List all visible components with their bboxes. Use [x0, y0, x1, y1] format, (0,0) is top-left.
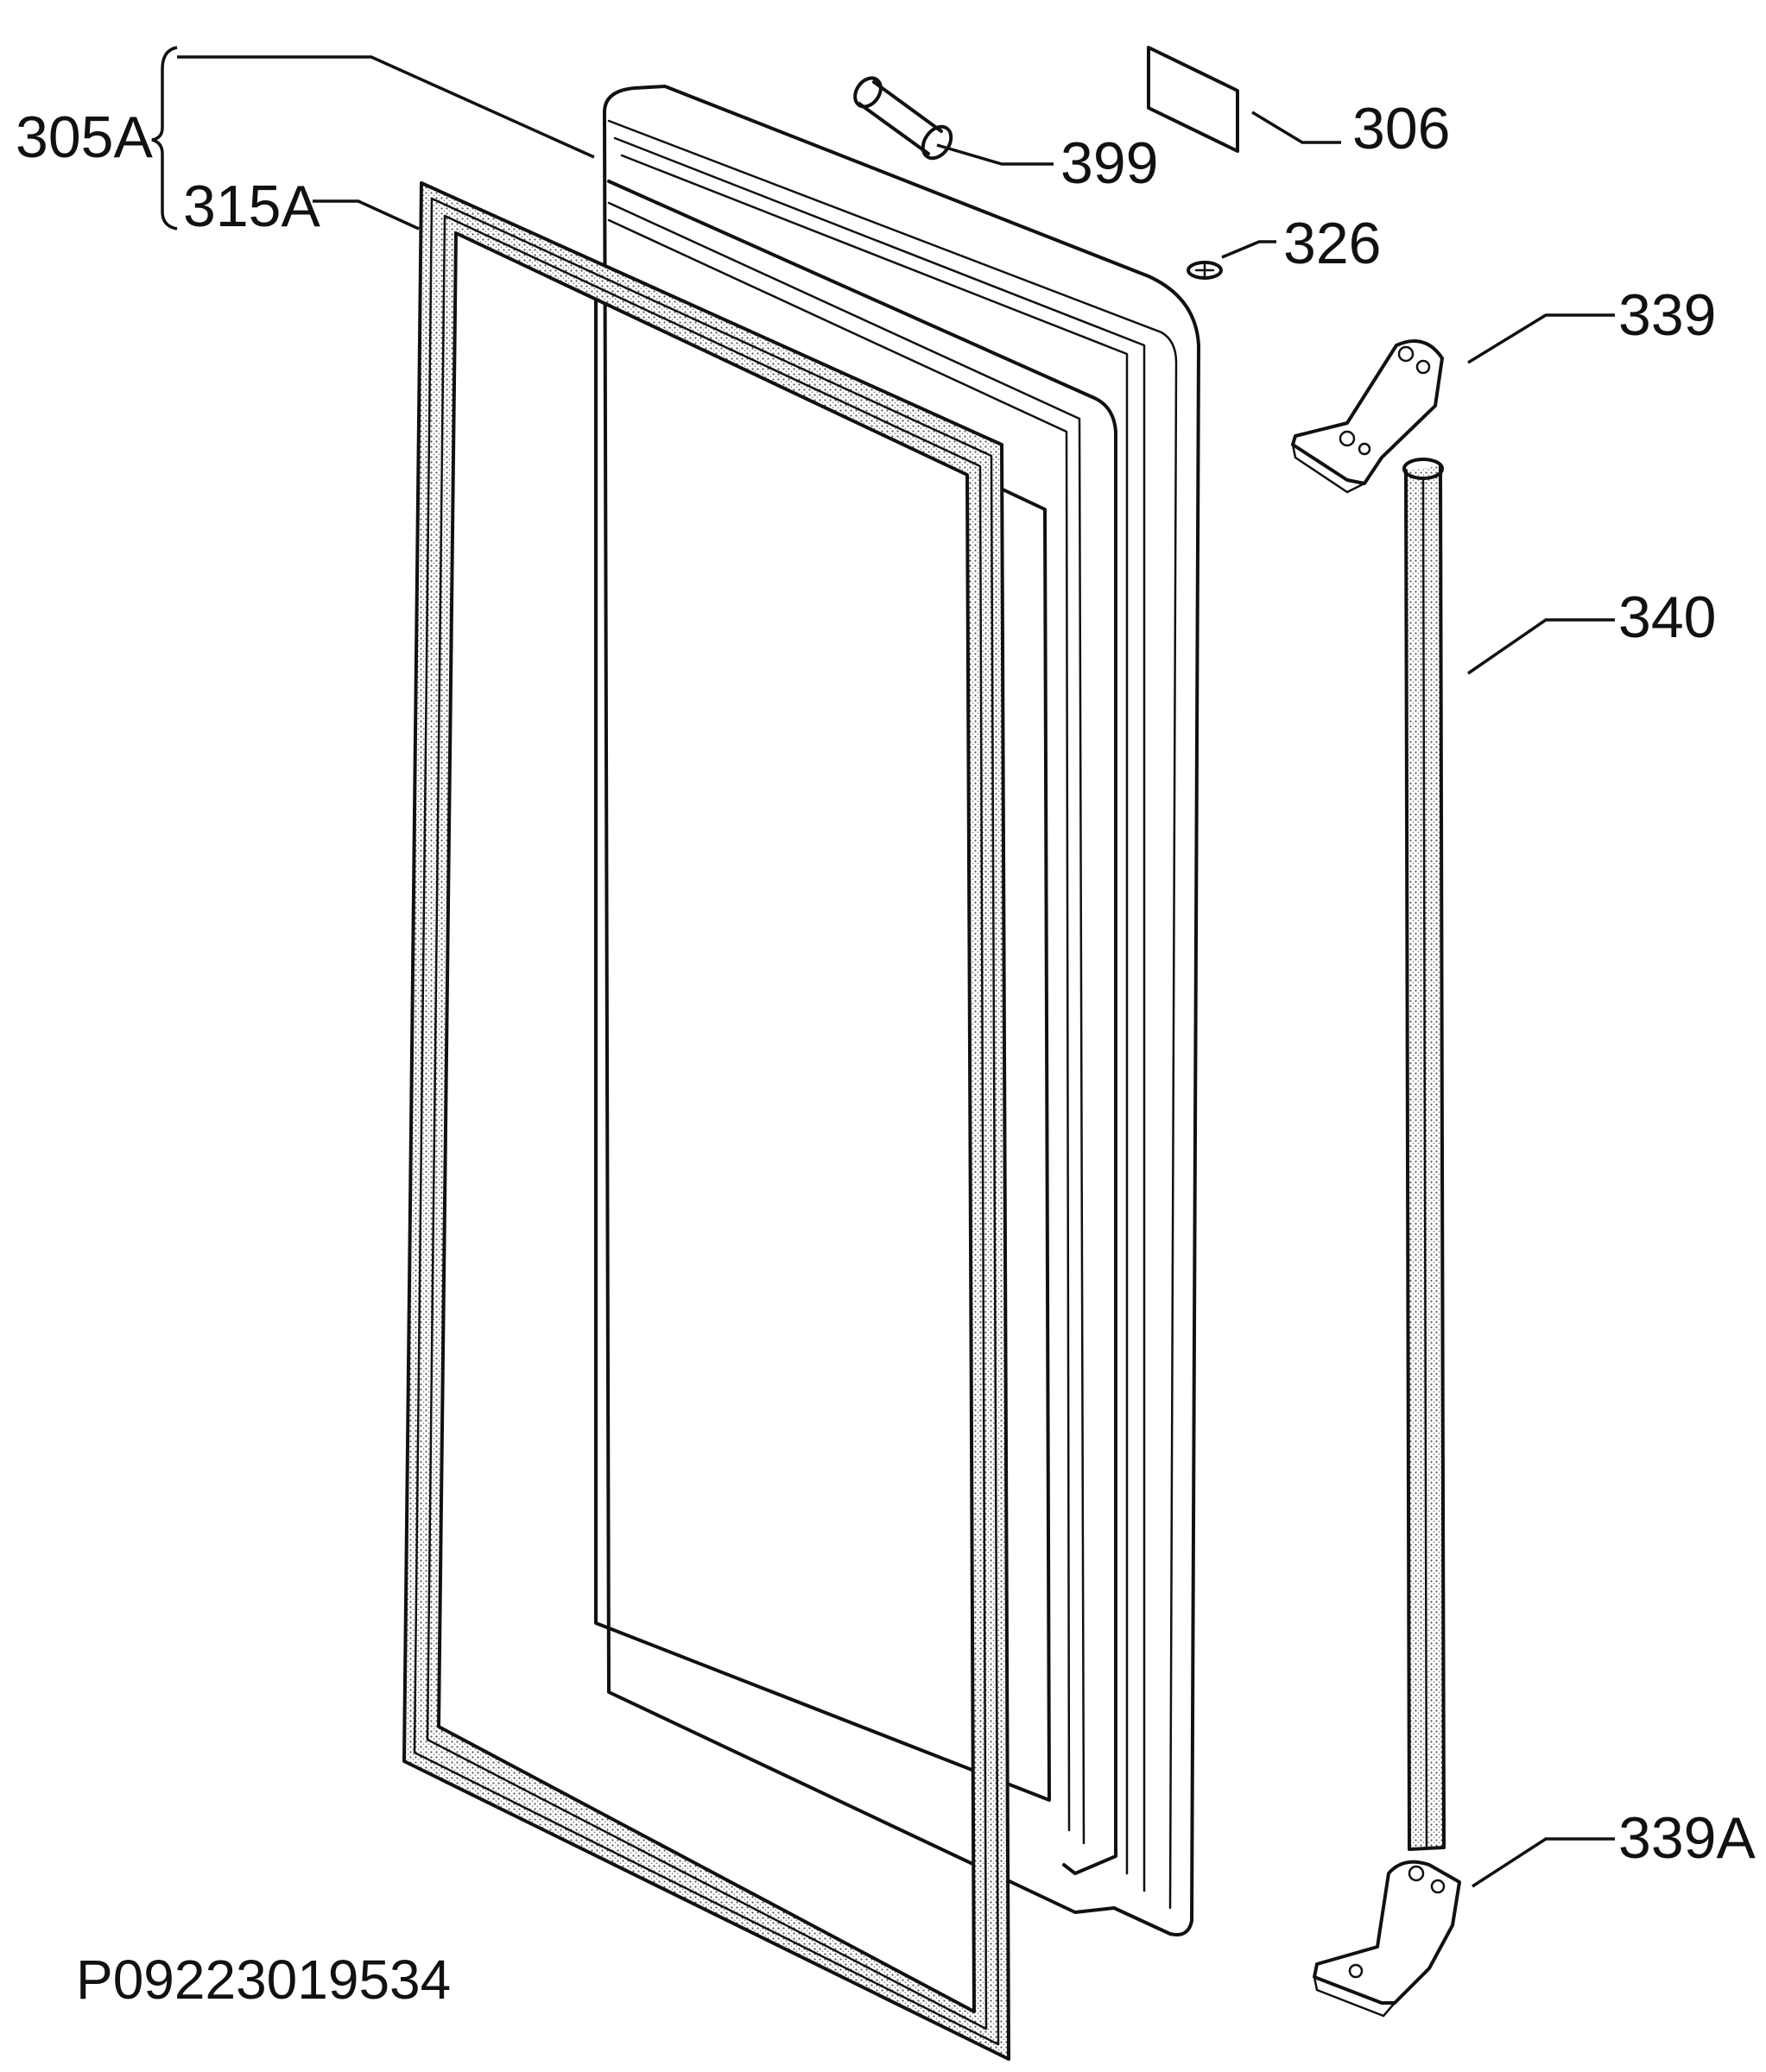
bottom-hinge-339A: [1313, 1860, 1461, 2018]
callout-305A: 305A: [16, 104, 153, 170]
door-panel: [594, 85, 1200, 1936]
callout-340: 340: [1618, 584, 1716, 650]
callout-315A: 315A: [183, 174, 320, 239]
callout-339A: 339A: [1618, 1805, 1756, 1871]
plate-part-306: [1147, 46, 1239, 153]
callout-399: 399: [1060, 130, 1158, 196]
callout-339: 339: [1618, 282, 1716, 348]
seal-strip-340: [1402, 458, 1446, 1851]
top-hinge-339: [1291, 339, 1444, 494]
leader-lines: [151, 46, 1615, 1888]
callout-326: 326: [1283, 211, 1381, 276]
door-gasket: [402, 181, 1010, 2061]
cylinder-part-399: [853, 76, 953, 161]
screw-part-326: [1187, 261, 1223, 280]
callout-306: 306: [1352, 96, 1450, 161]
drawing-code: P09223019534: [76, 1949, 451, 2011]
